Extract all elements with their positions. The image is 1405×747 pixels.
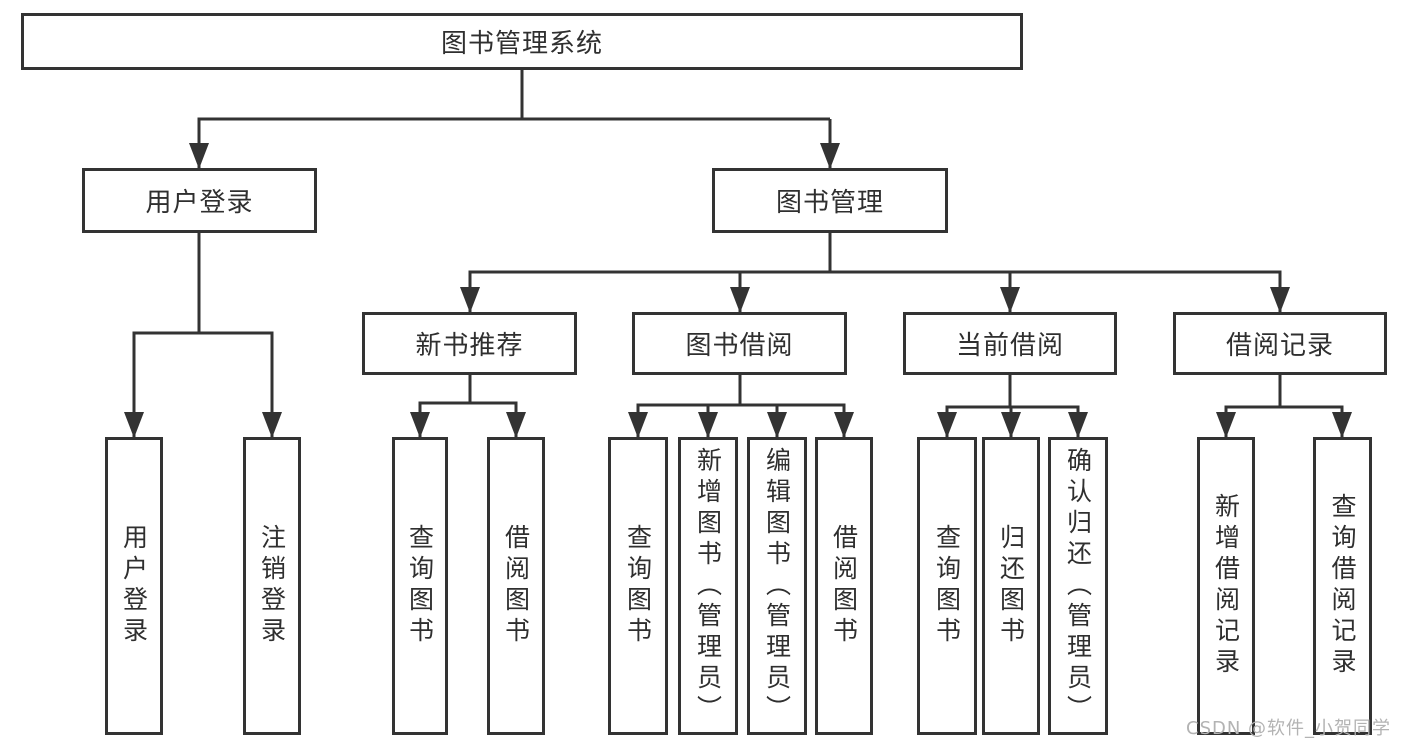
node-root-system: 图书管理系统: [21, 13, 1023, 70]
connector-current-borrowing-to-leaves: [937, 375, 1088, 438]
leaf-edit-book-admin: 编辑图书（管理员）: [747, 437, 807, 735]
connector-borrow-records-to-leaves: [1216, 375, 1352, 438]
leaf-label: 新增借阅记录: [1211, 493, 1241, 679]
leaf-add-book-admin: 新增图书（管理员）: [678, 437, 738, 735]
leaf-query-books-current: 查询图书: [917, 437, 977, 735]
leaf-label: 借阅图书: [829, 524, 859, 648]
leaf-label: 编辑图书（管理员）: [762, 446, 792, 726]
connector-book-management-to-sections: [460, 233, 1290, 313]
leaf-label: 归还图书: [996, 524, 1026, 648]
node-borrow-records: 借阅记录: [1173, 312, 1387, 375]
csdn-watermark: CSDN @软件_小贺同学: [1186, 718, 1392, 739]
leaf-borrow-books: 借阅图书: [815, 437, 873, 735]
leaf-label: 查询借阅记录: [1328, 493, 1357, 679]
node-current-borrowing: 当前借阅: [903, 312, 1117, 375]
node-book-management-branch: 图书管理: [712, 168, 948, 233]
leaf-label: 借阅图书: [501, 524, 531, 648]
leaf-label: 用户登录: [119, 524, 149, 648]
leaf-label: 确认归还（管理员）: [1063, 446, 1093, 726]
leaf-add-borrow-record: 新增借阅记录: [1197, 437, 1255, 735]
leaf-query-books-borrowing: 查询图书: [608, 437, 668, 735]
connector-book-borrowing-to-leaves: [628, 375, 854, 438]
leaf-label: 注销登录: [257, 524, 287, 648]
leaf-borrow-books-recommend: 借阅图书: [487, 437, 545, 735]
leaf-label: 查询图书: [932, 524, 962, 648]
leaf-confirm-return-admin: 确认归还（管理员）: [1048, 437, 1108, 735]
node-book-borrowing: 图书借阅: [632, 312, 847, 375]
leaf-query-books-recommend: 查询图书: [392, 437, 448, 735]
leaf-return-books: 归还图书: [982, 437, 1040, 735]
leaf-logout: 注销登录: [243, 437, 301, 735]
leaf-label: 查询图书: [405, 524, 435, 648]
leaf-user-login: 用户登录: [105, 437, 163, 735]
connector-root-to-level2: [189, 69, 840, 169]
connector-user-login-to-leaves: [124, 233, 282, 438]
node-user-login-branch: 用户登录: [82, 168, 317, 233]
connector-new-book-recommend-to-leaves: [410, 375, 526, 438]
leaf-query-borrow-record: 查询借阅记录: [1313, 437, 1372, 735]
node-new-book-recommend: 新书推荐: [362, 312, 577, 375]
leaf-label: 查询图书: [623, 524, 653, 648]
leaf-label: 新增图书（管理员）: [693, 446, 723, 726]
